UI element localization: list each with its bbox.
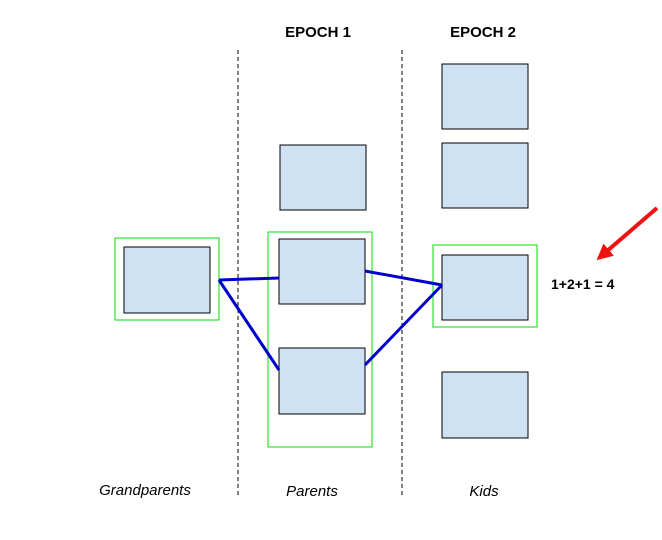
parents-highlight <box>267 231 373 448</box>
kid-node-2 <box>441 142 529 209</box>
kid-highlight <box>432 244 538 328</box>
epoch-2-header: EPOCH 2 <box>450 24 516 41</box>
parent-node-selected-1 <box>278 238 366 305</box>
kids-label: Kids <box>469 483 499 500</box>
edge-parent-1-to-kid <box>364 269 443 287</box>
grandparents-label: Grandparents <box>99 482 191 499</box>
parents-label: Parents <box>286 483 338 500</box>
epoch-1-header: EPOCH 1 <box>285 24 351 41</box>
grandparent-node <box>123 246 211 314</box>
count-formula: 1+2+1 = 4 <box>551 276 615 292</box>
edge-grandparent-to-parent-1 <box>218 276 280 282</box>
parent-node-selected-2 <box>278 347 366 415</box>
kid-node-selected <box>441 254 529 321</box>
kid-node-1 <box>441 63 529 130</box>
edge-grandparent-to-parent-2 <box>217 279 281 371</box>
red-arrow-icon <box>596 206 659 261</box>
parent-node-top <box>279 144 367 211</box>
edge-parent-2-to-kid <box>363 283 444 367</box>
kid-node-4 <box>441 371 529 439</box>
